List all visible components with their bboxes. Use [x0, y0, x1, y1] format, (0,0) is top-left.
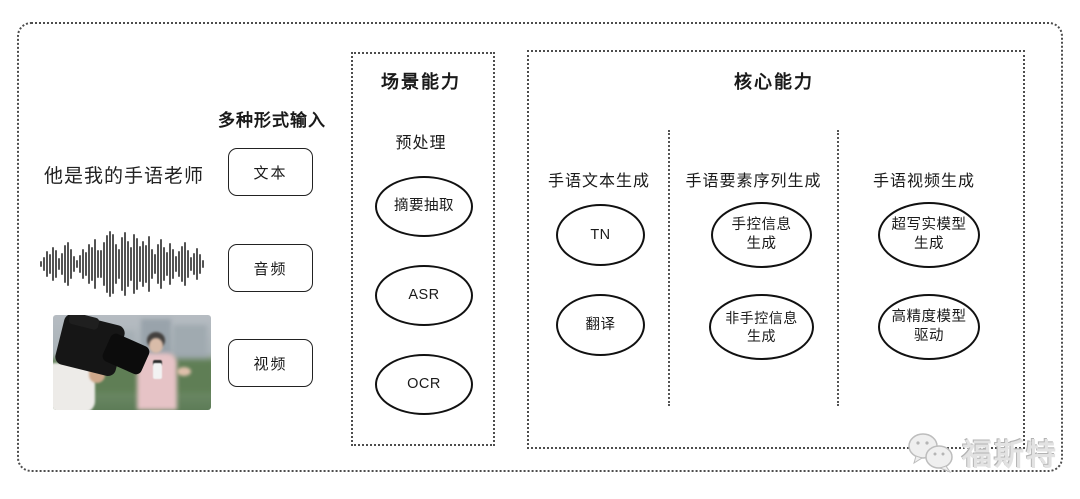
photo-reporter-hand	[177, 367, 191, 376]
sample-sentence-text: 他是我的手语老师	[44, 166, 205, 187]
node-manual-info-generation: 手控信息 生成	[711, 202, 812, 268]
column-header-video-generation: 手语视频生成	[872, 173, 975, 190]
input-section-title: 多种形式输入	[218, 111, 326, 130]
core-capability-box	[527, 50, 1025, 449]
watermark: 福斯特	[906, 430, 1058, 474]
audio-waveform-image	[40, 228, 214, 300]
input-item-text: 文本	[228, 148, 313, 196]
column-divider	[668, 130, 670, 406]
core-capability-title: 核心能力	[734, 72, 814, 92]
input-item-video: 视频	[228, 339, 313, 387]
column-divider	[837, 130, 839, 406]
outer-dotted-frame	[17, 22, 1063, 472]
scene-capability-title: 场景能力	[381, 72, 461, 92]
scene-capability-box	[351, 52, 495, 446]
node-translation: 翻译	[556, 294, 645, 356]
column-header-element-sequence-generation: 手语要素序列生成	[685, 173, 822, 190]
input-item-audio: 音频	[228, 244, 313, 292]
node-asr: ASR	[375, 265, 473, 326]
node-high-precision-model-driving: 高精度模型 驱动	[878, 294, 980, 360]
node-tn: TN	[556, 204, 645, 266]
node-non-manual-info-generation: 非手控信息 生成	[709, 294, 814, 360]
video-frame-photo	[53, 315, 211, 410]
node-hyperreal-model-generation: 超写实模型 生成	[878, 202, 980, 268]
node-summary-extraction: 摘要抽取	[375, 176, 473, 237]
preprocess-label: 预处理	[395, 135, 447, 152]
wechat-icon	[908, 433, 953, 474]
watermark-text: 福斯特	[962, 439, 1058, 472]
photo-microphone	[153, 363, 162, 379]
node-ocr: OCR	[375, 354, 473, 415]
photo-reporter-face	[149, 338, 163, 353]
column-header-text-generation: 手语文本生成	[547, 173, 650, 190]
photo-building	[173, 325, 207, 363]
